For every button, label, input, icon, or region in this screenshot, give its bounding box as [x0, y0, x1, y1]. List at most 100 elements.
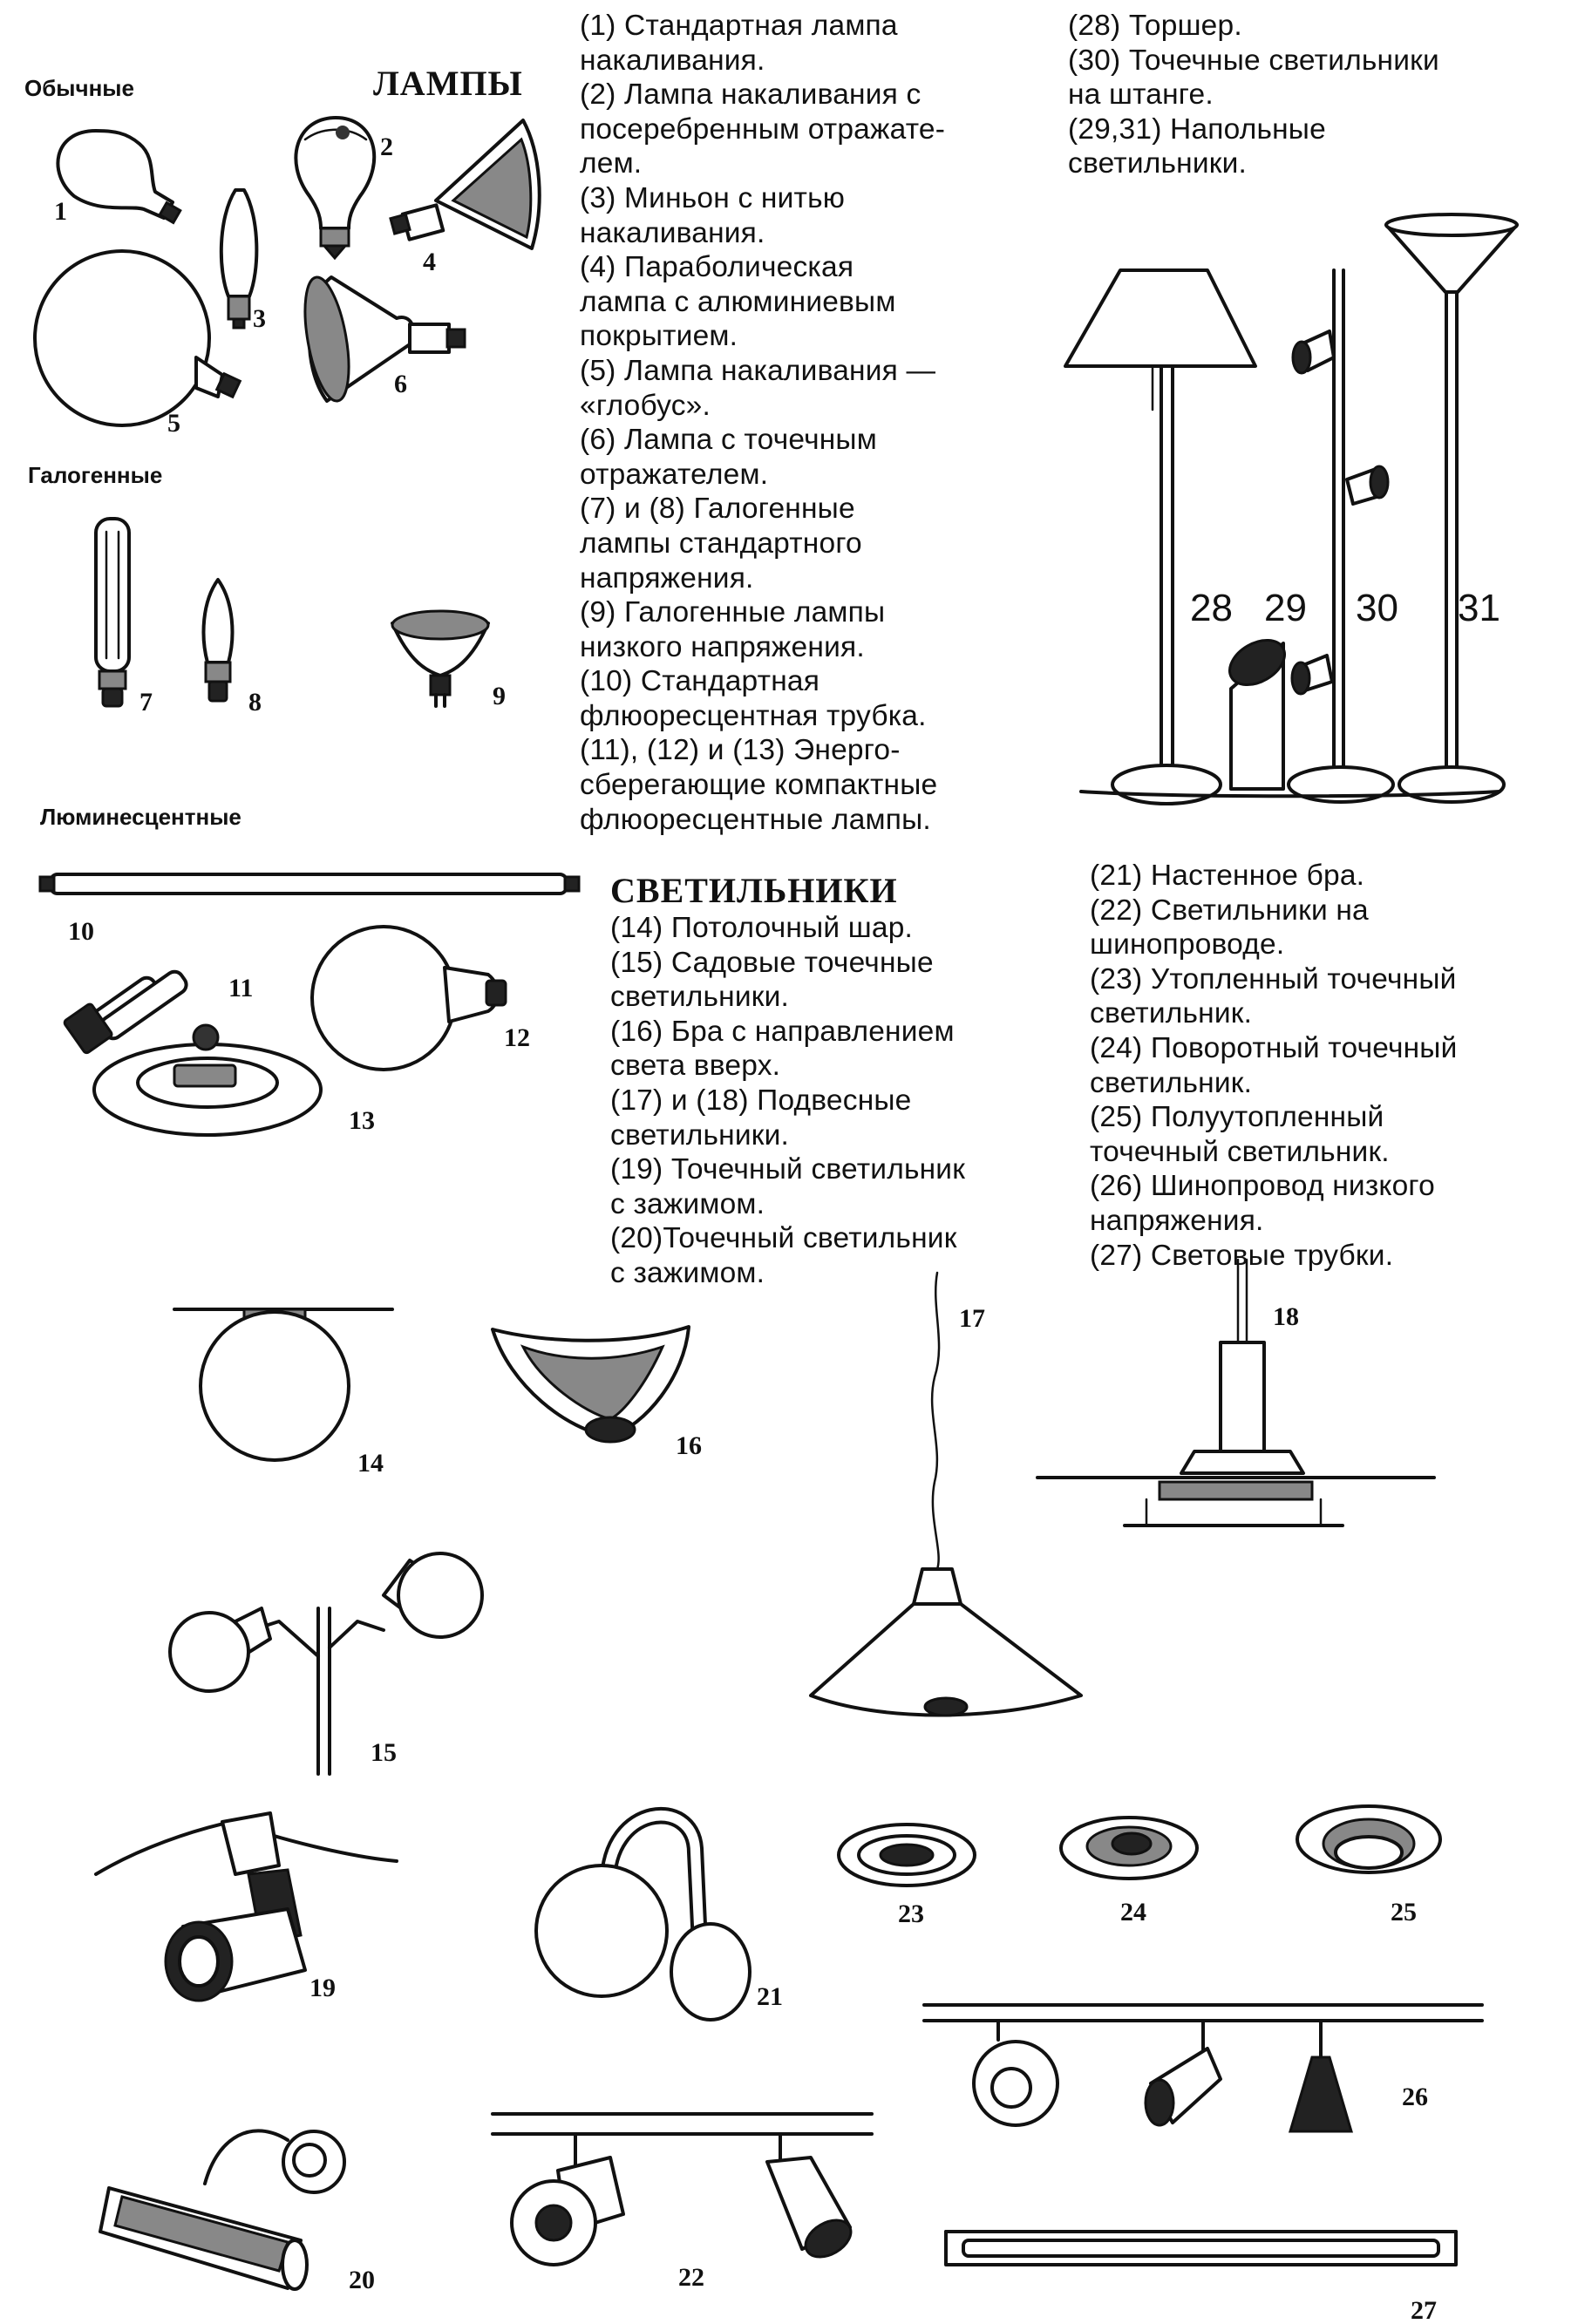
legend-line: флюоресцентная трубка. [580, 699, 927, 732]
figure-number: 3 [253, 304, 266, 333]
legend-line: отражателем. [580, 458, 769, 491]
figure-number: 7 [139, 688, 153, 717]
legend-line: флюоресцентные лампы. [580, 803, 931, 836]
legend-line: (29,31) Напольные [1068, 112, 1326, 146]
fixture-26-low-voltage-track-icon [922, 2003, 1484, 2133]
legend-line: низкого напряжения. [580, 630, 865, 663]
legend-line: (3) Миньон с нитью [580, 181, 846, 214]
fixture-16-uplight-sconce-icon [491, 1325, 690, 1444]
legend-line: с зажимом. [610, 1187, 765, 1220]
legend-line: лем. [580, 147, 643, 180]
figure-number: 4 [423, 248, 436, 276]
fixture-21-wall-globe-icon [534, 1806, 751, 2022]
figure-number: 26 [1402, 2083, 1428, 2111]
lamp-6-spot-reflector-icon [303, 275, 466, 403]
legend-line: шинопроводе. [1090, 928, 1285, 962]
fixtures-heading: СВЕТИЛЬНИКИ [610, 871, 898, 910]
fixture-22-track-spots-icon [491, 2112, 874, 2266]
floor-lamp-29-uplighter-icon [1228, 638, 1286, 791]
floor-lamps-legend: (28) Торшер. (30) Точечные светильники н… [1068, 9, 1439, 181]
figure-number: 13 [349, 1106, 375, 1135]
legend-line: (4) Параболическая [580, 251, 854, 284]
legend-line: (24) Поворотный точечный [1090, 1031, 1458, 1064]
figure-number: 9 [493, 682, 506, 710]
legend-line: (17) и (18) Подвесные [610, 1084, 912, 1117]
figure-number: 11 [228, 974, 253, 1002]
category-fluorescent: Люминесцентные [40, 804, 241, 830]
figure-number: 2 [380, 133, 393, 161]
figure-number: 25 [1391, 1898, 1417, 1926]
legend-line: с зажимом. [610, 1256, 765, 1289]
lamp-1-standard-bulb-icon [56, 129, 182, 225]
figure-number: 12 [504, 1023, 530, 1052]
figure-number: 27 [1411, 2296, 1437, 2324]
legend-line: (14) Потолочный шар. [610, 912, 914, 944]
figure-number: 15 [371, 1738, 397, 1767]
lamps-legend: (1) Стандартная лампа накаливания. (2) Л… [580, 9, 945, 837]
floor-lamp-28-shade-icon [1064, 268, 1257, 805]
figure-number: 30 [1356, 587, 1398, 629]
legend-line: (5) Лампа накаливания — [580, 354, 936, 387]
figure-number: 24 [1120, 1898, 1146, 1926]
lamp-10-fluorescent-tube-icon [38, 873, 581, 895]
figure-number: 5 [167, 409, 180, 438]
fixture-24-swivel-spot-icon [1059, 1816, 1199, 1880]
lamps-heading: ЛАМПЫ [373, 64, 523, 103]
figure-number: 17 [959, 1304, 985, 1333]
figure-number: 1 [54, 197, 67, 226]
legend-line: лампы стандартного [580, 527, 862, 560]
fixture-18-pendant-disc-icon [1036, 1258, 1436, 1527]
figure-number: 16 [676, 1431, 702, 1460]
floor-line [1079, 790, 1501, 798]
legend-line: напряжения. [1090, 1204, 1264, 1237]
legend-line: точечный светильник. [1090, 1135, 1390, 1168]
legend-line: (15) Садовые точечные [610, 946, 934, 979]
fixture-14-ceiling-sphere-icon [173, 1308, 394, 1462]
legend-line: (16) Бра с направлением [610, 1015, 955, 1048]
legend-line: (25) Полуутопленный [1090, 1101, 1384, 1134]
lamp-12-cfl-globe-icon [310, 925, 507, 1071]
figure-number: 18 [1273, 1302, 1299, 1331]
fixture-25-semi-recessed-icon [1296, 1804, 1442, 1874]
legend-line: светильники. [610, 1118, 790, 1152]
category-ordinary: Обычные [24, 75, 134, 101]
lamp-7-halogen-tube-icon [94, 517, 131, 708]
figure-number: 20 [349, 2266, 375, 2294]
lamp-5-globe-bulb-icon [33, 249, 242, 427]
lamp-2-silvered-reflector-icon [294, 116, 377, 261]
legend-line: на штанге. [1068, 78, 1214, 112]
fixture-27-light-tube-icon [944, 2230, 1458, 2266]
fixtures-legend-left: (14) Потолочный шар. (15) Садовые точечн… [610, 911, 965, 1291]
legend-line: (1) Стандартная лампа [580, 10, 898, 42]
legend-line: (23) Утопленный точечный [1090, 962, 1457, 996]
category-halogen: Галогенные [28, 462, 163, 488]
legend-line: (10) Стандартная [580, 665, 820, 698]
legend-line: (28) Торшер. [1068, 10, 1242, 42]
legend-line: сберегающие компактные [580, 769, 938, 802]
floor-lamp-31-torchere-icon [1384, 213, 1519, 804]
figure-number: 8 [248, 688, 262, 717]
fixture-15-garden-spotlights-icon [168, 1552, 484, 1776]
legend-line: света вверх. [610, 1050, 781, 1083]
figure-number: 31 [1458, 587, 1500, 629]
legend-line: светильники. [610, 981, 790, 1014]
legend-line: (19) Точечный светильник [610, 1153, 966, 1186]
legend-line: «глобус». [580, 389, 711, 422]
legend-line: накаливания. [580, 44, 765, 77]
legend-line: (6) Лампа с точечным [580, 424, 877, 457]
legend-line: светильник. [1090, 1066, 1253, 1099]
legend-line: (27) Световые трубки. [1090, 1239, 1394, 1272]
legend-line: (30) Точечные светильники [1068, 44, 1439, 77]
legend-line: (26) Шинопровод низкого [1090, 1170, 1435, 1203]
figure-number: 6 [394, 370, 407, 398]
lamp-13-circular-fluorescent-icon [92, 1023, 323, 1137]
legend-line: (20)Точечный светильник [610, 1222, 957, 1255]
legend-line: лампа с алюминиевым [580, 285, 896, 318]
floor-lamp-30-pole-spots-icon [1287, 268, 1395, 804]
fixture-23-recessed-spot-icon [837, 1823, 976, 1887]
lamp-8-halogen-capsule-icon [201, 578, 235, 703]
legend-line: (22) Светильники на [1090, 894, 1369, 927]
lamp-4-parabolic-reflector-icon [389, 119, 541, 250]
legend-line: покрытием. [580, 320, 738, 353]
